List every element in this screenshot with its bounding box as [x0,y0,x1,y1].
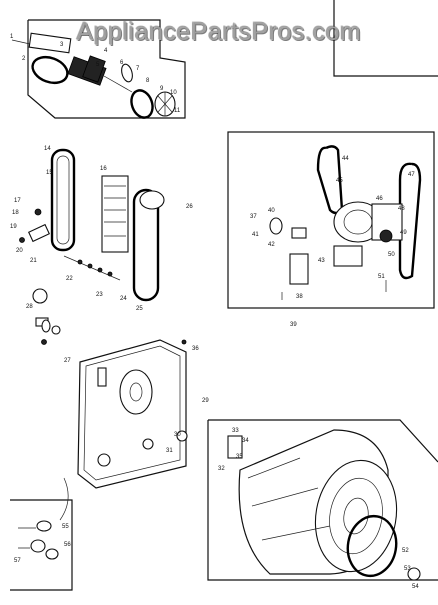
callout-label: 21 [30,258,37,264]
callout-label: 17 [14,198,21,204]
callout-label: 16 [100,166,107,172]
callout-label: 14 [44,146,51,152]
callout-label: 25 [136,306,143,312]
callout-label: 40 [268,208,275,214]
callout-label: 32 [218,466,225,472]
callout-label: 48 [398,206,405,212]
callout-label: 31 [166,448,173,454]
callout-label: 45 [336,178,343,184]
callout-label: 1 [10,34,14,40]
callout-label: 5 [96,62,100,68]
callout-label: 23 [96,292,103,298]
callout-label: 20 [16,248,23,254]
callout-label: 29 [202,398,209,404]
callout-label: 3 [60,42,64,48]
callout-label: 49 [400,230,407,236]
callout-label: 11 [174,108,181,114]
callout-label: 10 [170,90,177,96]
callout-label: 26 [186,204,193,210]
callout-label: 54 [412,584,419,590]
callout-label: 46 [376,196,383,202]
callout-label: 28 [26,304,33,310]
callout-label: 51 [378,274,385,280]
callout-label: 6 [120,60,124,66]
callout-label: 27 [64,358,71,364]
callout-label: 30 [174,432,181,438]
watermark: AppliancePartsPros.com [76,18,362,46]
callout-label: 19 [10,224,17,230]
callout-label: 15 [46,170,53,176]
callout-label: 34 [242,438,249,444]
callout-label: 8 [146,78,150,84]
callout-label: 50 [388,252,395,258]
callout-label: 36 [192,346,199,352]
callout-label: 2 [22,56,26,62]
callout-label: 4 [104,48,108,54]
door-seal-assembly [11,32,176,119]
callout-label: 9 [160,86,164,92]
callout-label: 55 [62,524,69,530]
small-parts [32,288,188,442]
callout-label: 22 [66,276,73,282]
callout-label: 37 [250,214,257,220]
callout-labels: 1 2 3 4 5 6 7 8 9 10 11 14 15 16 17 18 1… [10,34,419,590]
motor-assembly [269,145,422,300]
callout-label: 47 [408,172,415,178]
callout-label: 56 [64,542,71,548]
callout-label: 42 [268,242,275,248]
callout-label: 38 [296,294,303,300]
callout-label: 57 [14,558,21,564]
callout-label: 53 [404,566,411,572]
callout-label: 33 [232,428,239,434]
callout-label: 7 [136,66,140,72]
belt-idler-assembly [19,148,165,302]
callout-label: 35 [236,454,243,460]
callout-label: 44 [342,156,349,162]
callout-label: 18 [12,210,19,216]
rear-bulkhead [59,339,187,521]
drum [227,429,421,581]
insert-parts [18,520,59,560]
callout-label: 52 [402,548,409,554]
frame-lines [10,0,438,591]
callout-label: 43 [318,258,325,264]
callout-label: 41 [252,232,259,238]
callout-label: 39 [290,322,297,328]
callout-label: 24 [120,296,127,302]
